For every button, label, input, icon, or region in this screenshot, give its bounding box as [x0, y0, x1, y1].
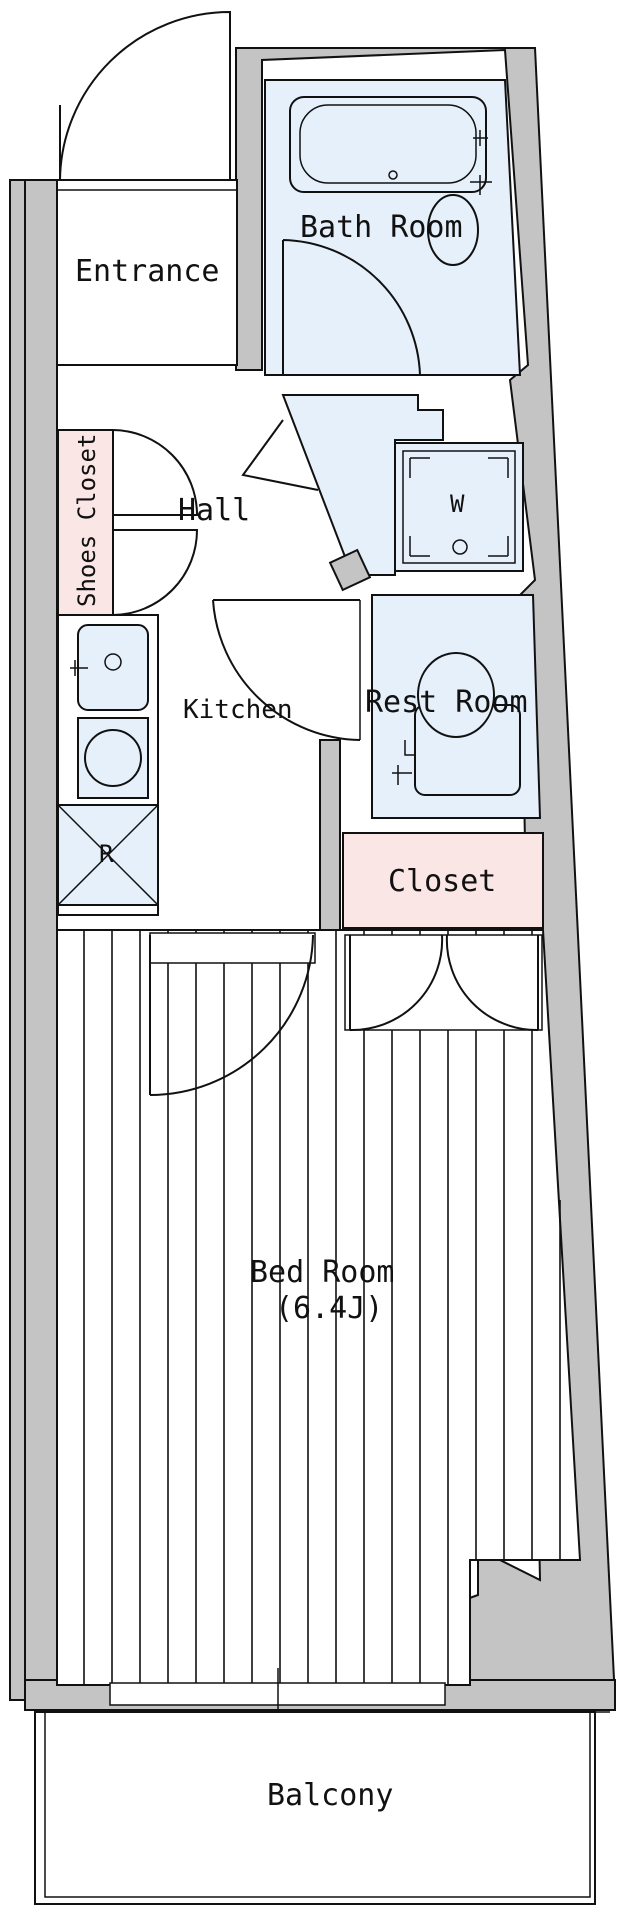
shoes-closet-doors[interactable]: [112, 429, 199, 616]
bed-room-door[interactable]: [149, 934, 314, 1096]
closet: [342, 832, 544, 929]
bathtub: [289, 96, 487, 193]
label-w: W: [450, 490, 465, 518]
washer-corners: [409, 457, 509, 557]
bathtub-drain-icon: [388, 170, 398, 180]
stove: [77, 717, 149, 799]
entrance-door[interactable]: [59, 10, 231, 181]
sink-faucet-icon: [70, 660, 88, 676]
wash-door-jamb: [328, 548, 372, 592]
kitchen-door[interactable]: [212, 599, 361, 741]
washer-area: [394, 442, 524, 572]
toilet-bowl: [417, 652, 495, 738]
label-balcony: Balcony: [267, 1778, 393, 1813]
washer-pan: [402, 450, 516, 564]
label-kitchen: Kitchen: [183, 695, 293, 725]
bath-faucet-icon: [470, 130, 492, 195]
label-bath-room: Bath Room: [300, 210, 463, 245]
toilet-fixture-icon: [392, 740, 415, 785]
kitchen-sink: [77, 624, 149, 711]
label-shoes-closet: Shoes Closet: [73, 434, 101, 607]
kitchen-partition-wall: [319, 739, 341, 931]
hall-door[interactable]: [241, 419, 319, 491]
label-r: R: [99, 840, 114, 868]
refrigerator-cross: [57, 804, 159, 906]
label-entrance: Entrance: [75, 254, 220, 289]
bath-door[interactable]: [282, 239, 421, 376]
bed-room-door-panel: [149, 932, 316, 964]
floorboards: [83, 930, 561, 1685]
stove-burner-icon: [84, 729, 142, 787]
label-rest-room: Rest Room: [365, 685, 528, 720]
closet-door-frame: [344, 934, 543, 1031]
closet-doors[interactable]: [349, 934, 539, 1032]
left-outer-wall: [24, 179, 58, 1701]
balcony-area: [34, 1711, 596, 1905]
label-closet: Closet: [388, 864, 496, 899]
sink-drain-icon: [104, 653, 122, 671]
label-bed-room: Bed Room: [250, 1255, 395, 1290]
bed-room-floor: [56, 929, 582, 1686]
washbasin: [427, 194, 479, 266]
balcony-railing: [44, 1711, 591, 1898]
bathtub-inner: [299, 104, 477, 184]
washer-drain-icon: [452, 539, 468, 555]
label-bed-room-size: (6.4J): [275, 1291, 383, 1326]
entrance-floor: [56, 179, 238, 366]
label-hall: Hall: [178, 493, 250, 528]
